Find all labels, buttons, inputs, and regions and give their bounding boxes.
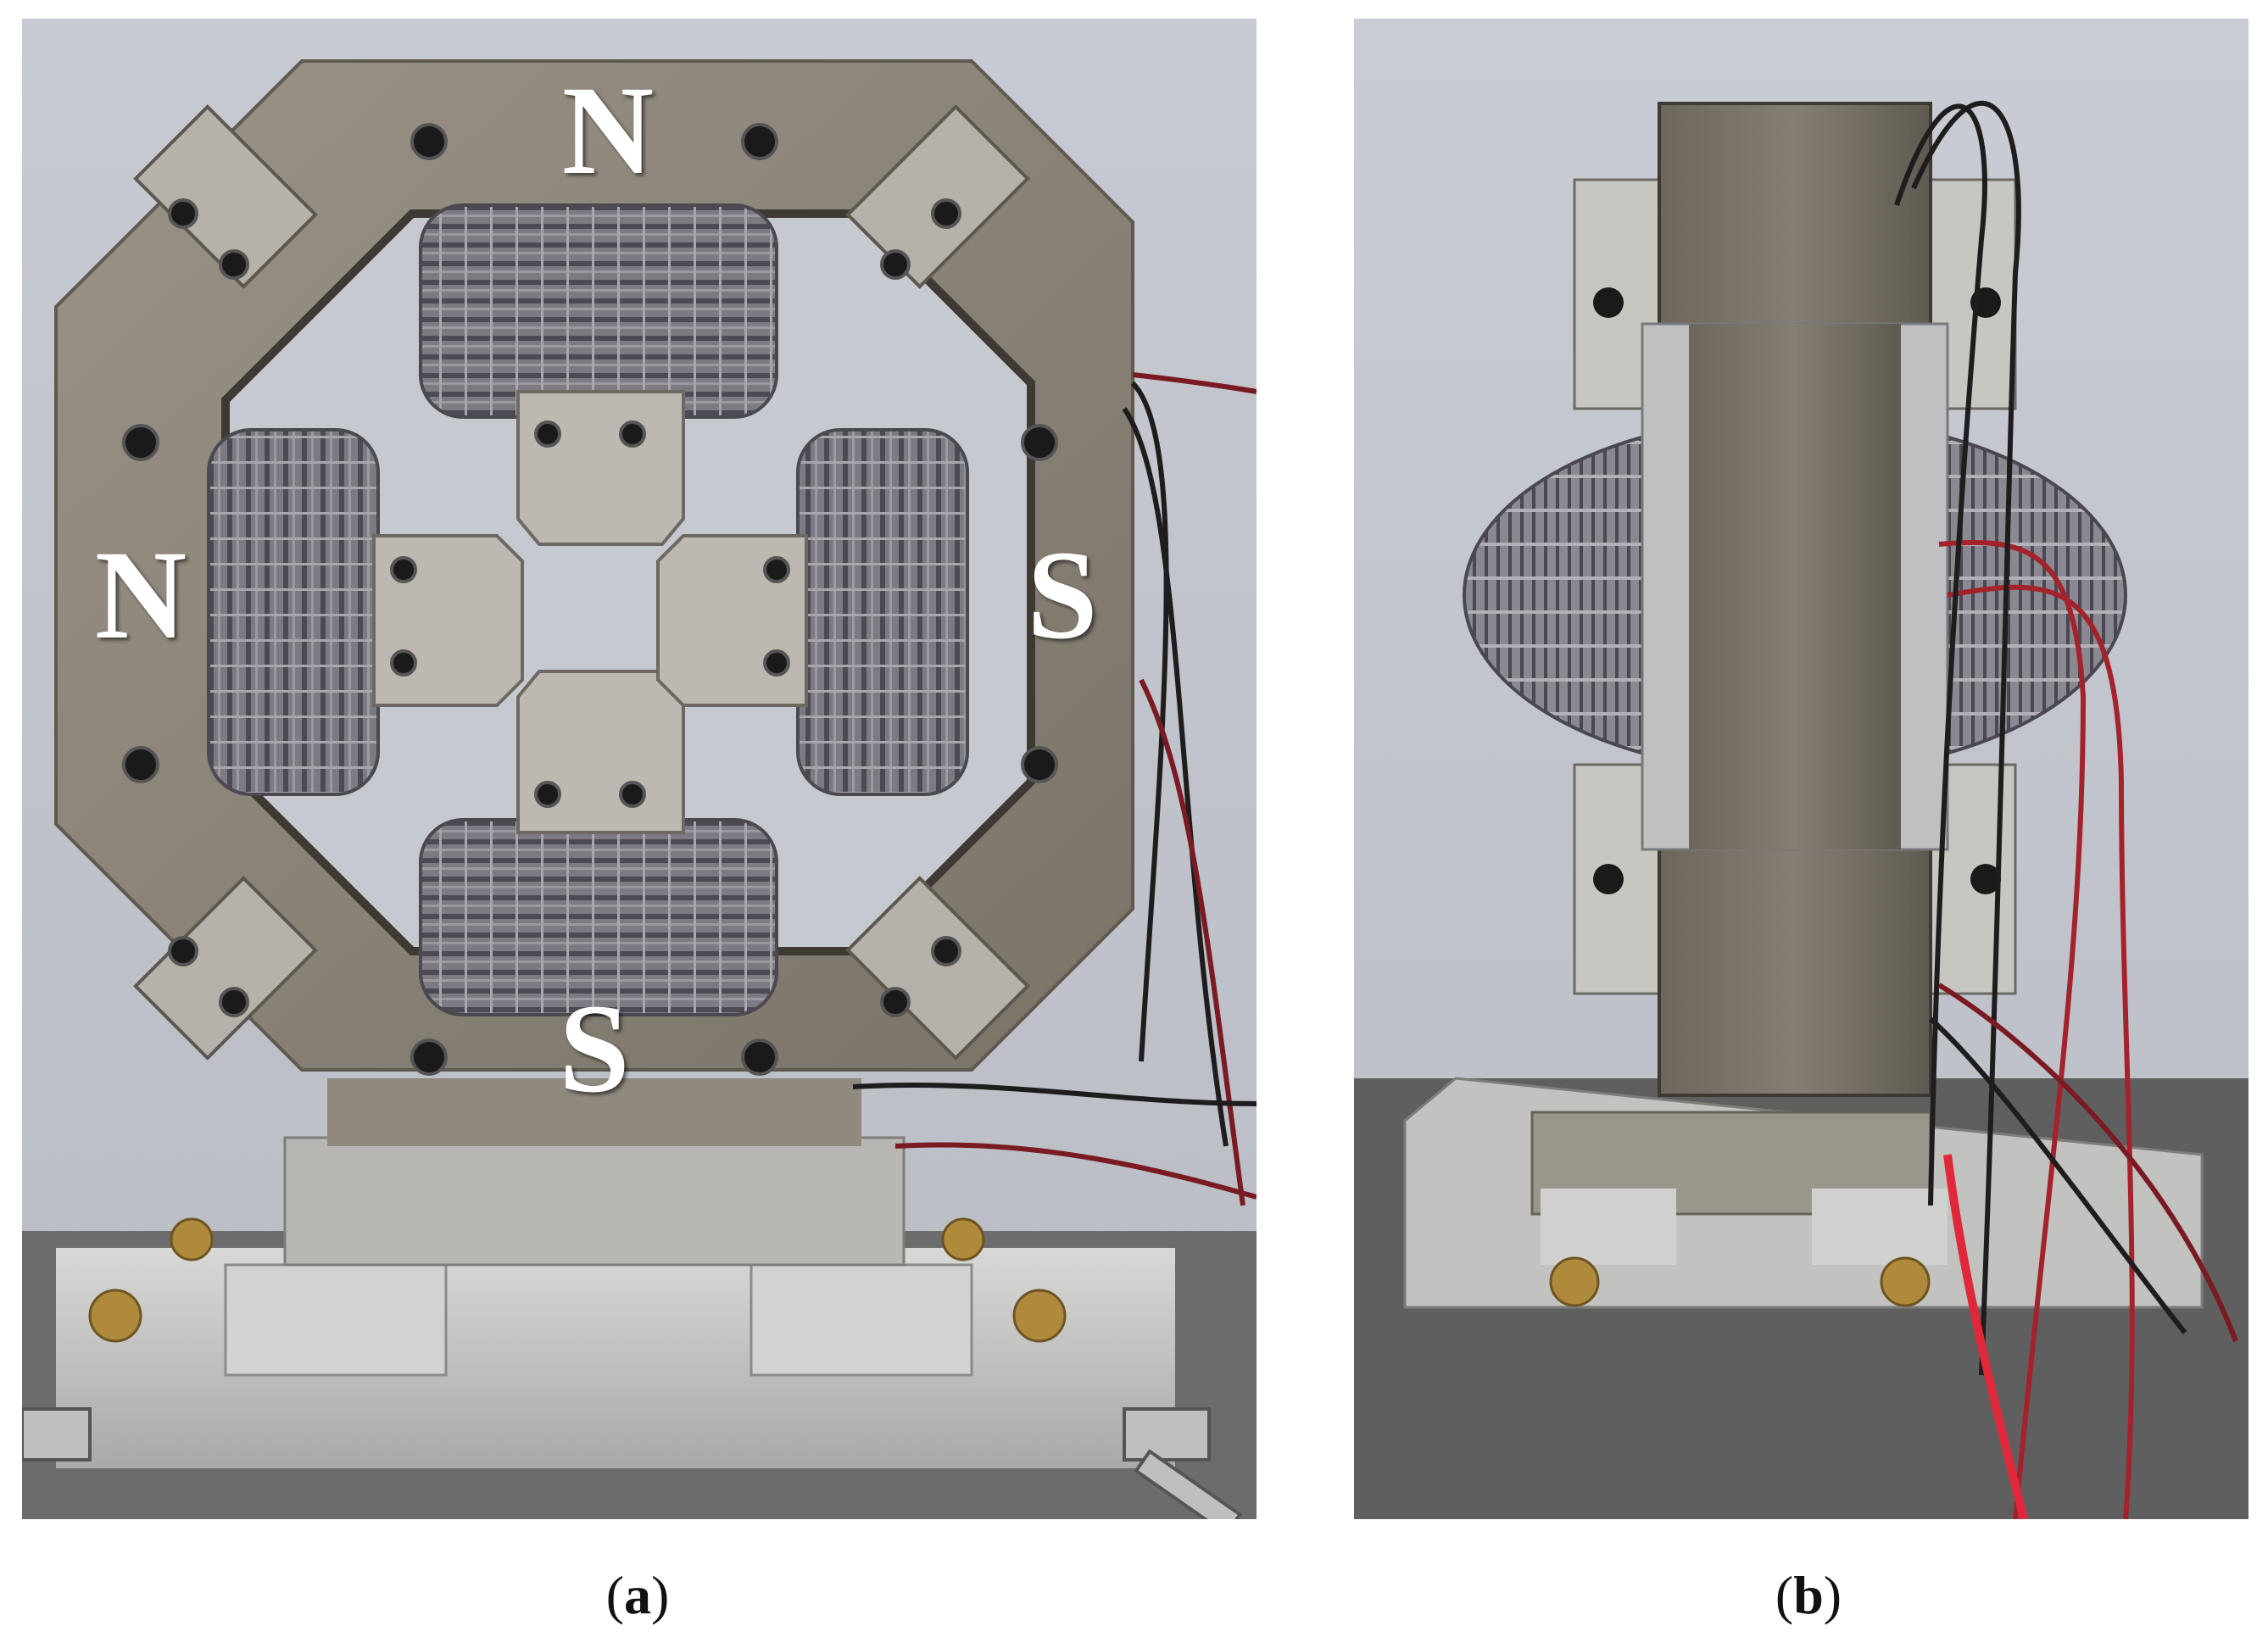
caption-a-letter: a (624, 1565, 651, 1625)
caption-b: (b) (1775, 1564, 1842, 1627)
pole-label-right: S (1027, 525, 1098, 665)
laminated-core-face (1689, 324, 1901, 849)
corner-clamps (133, 104, 1030, 1061)
base-nuts-b (1549, 1256, 1931, 1307)
pole-shoe-top (516, 390, 685, 546)
pedestal (283, 1136, 906, 1267)
photo-front-view: N N S S (22, 19, 1257, 1519)
pedestal-top (327, 1078, 861, 1146)
caption-b-close: ) (1823, 1565, 1842, 1625)
lead-wires-b (1894, 100, 2238, 1519)
pole-label-left: N (94, 525, 187, 665)
caption-a-close: ) (651, 1565, 670, 1625)
pole-label-top: N (561, 60, 655, 201)
coil-top (419, 203, 778, 419)
bolts (122, 123, 1058, 1076)
clamp-rods (22, 1407, 1243, 1519)
caption-b-letter: b (1793, 1565, 1824, 1625)
photo-side-view (1354, 19, 2248, 1519)
front-view-illustration (22, 19, 1257, 1519)
caption-b-open: ( (1775, 1565, 1794, 1625)
base-plate (56, 1248, 1175, 1468)
coil-left (207, 428, 380, 796)
coil-right (796, 428, 969, 796)
pole-label-bottom: S (559, 978, 630, 1119)
side-view-illustration (1354, 19, 2248, 1519)
support-block-left (224, 1263, 448, 1377)
caption-a: (a) (606, 1564, 670, 1627)
pole-shoe-bottom (516, 670, 685, 834)
base-nuts (88, 1217, 1067, 1343)
support-block-b-right (1812, 1189, 1948, 1265)
support-block-right (749, 1263, 973, 1377)
support-block-b-left (1541, 1189, 1676, 1265)
caption-a-open: ( (605, 1565, 624, 1625)
lead-wires (852, 372, 1257, 1206)
